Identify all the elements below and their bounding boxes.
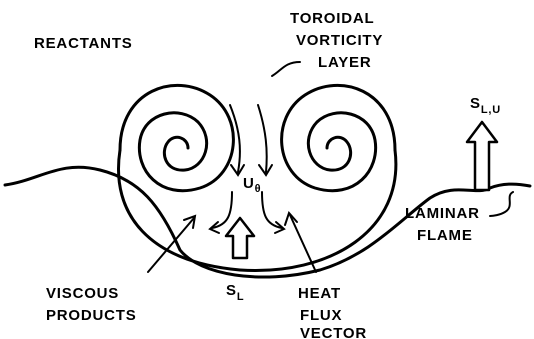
label-laminar: LAMINAR <box>405 205 480 222</box>
label-flux: FLUX <box>300 307 342 324</box>
inner-flow-left <box>230 105 240 172</box>
heat-pointer-line <box>290 215 316 272</box>
laminar-pointer-line <box>490 192 513 216</box>
label-toroidal-line2: VORTICITY <box>296 32 383 49</box>
split-flow-left <box>212 192 232 228</box>
label-s-lu-sub: L,U <box>481 104 501 116</box>
toroidal-pointer-line <box>272 62 300 76</box>
label-products: PRODUCTS <box>46 307 137 324</box>
viscous-pointer-line <box>148 218 194 272</box>
s-lu-hollow-arrow <box>467 122 497 190</box>
label-u-theta-sub: θ <box>255 183 262 195</box>
label-toroidal-line3: LAYER <box>318 54 371 71</box>
laminar-flame-curve <box>5 167 530 277</box>
label-u-theta: Uθ <box>243 175 261 195</box>
label-s-l-main: S <box>226 282 237 299</box>
label-u-theta-main: U <box>243 175 255 192</box>
label-vector: VECTOR <box>300 325 367 339</box>
label-flame: FLAME <box>417 227 473 244</box>
left-spiral <box>120 85 233 190</box>
label-s-l: SL <box>226 282 244 303</box>
inner-flow-right <box>258 105 267 172</box>
label-viscous: VISCOUS <box>46 285 119 302</box>
label-reactants: REACTANTS <box>34 35 133 52</box>
split-flow-right <box>262 192 282 228</box>
s-l-hollow-arrow <box>226 218 254 258</box>
label-toroidal-line1: TOROIDAL <box>290 10 374 27</box>
label-s-lu-main: S <box>470 95 481 112</box>
label-s-lu: SL,U <box>470 95 501 116</box>
right-spiral <box>282 85 395 190</box>
label-heat: HEAT <box>298 285 341 302</box>
label-s-l-sub: L <box>237 291 245 303</box>
